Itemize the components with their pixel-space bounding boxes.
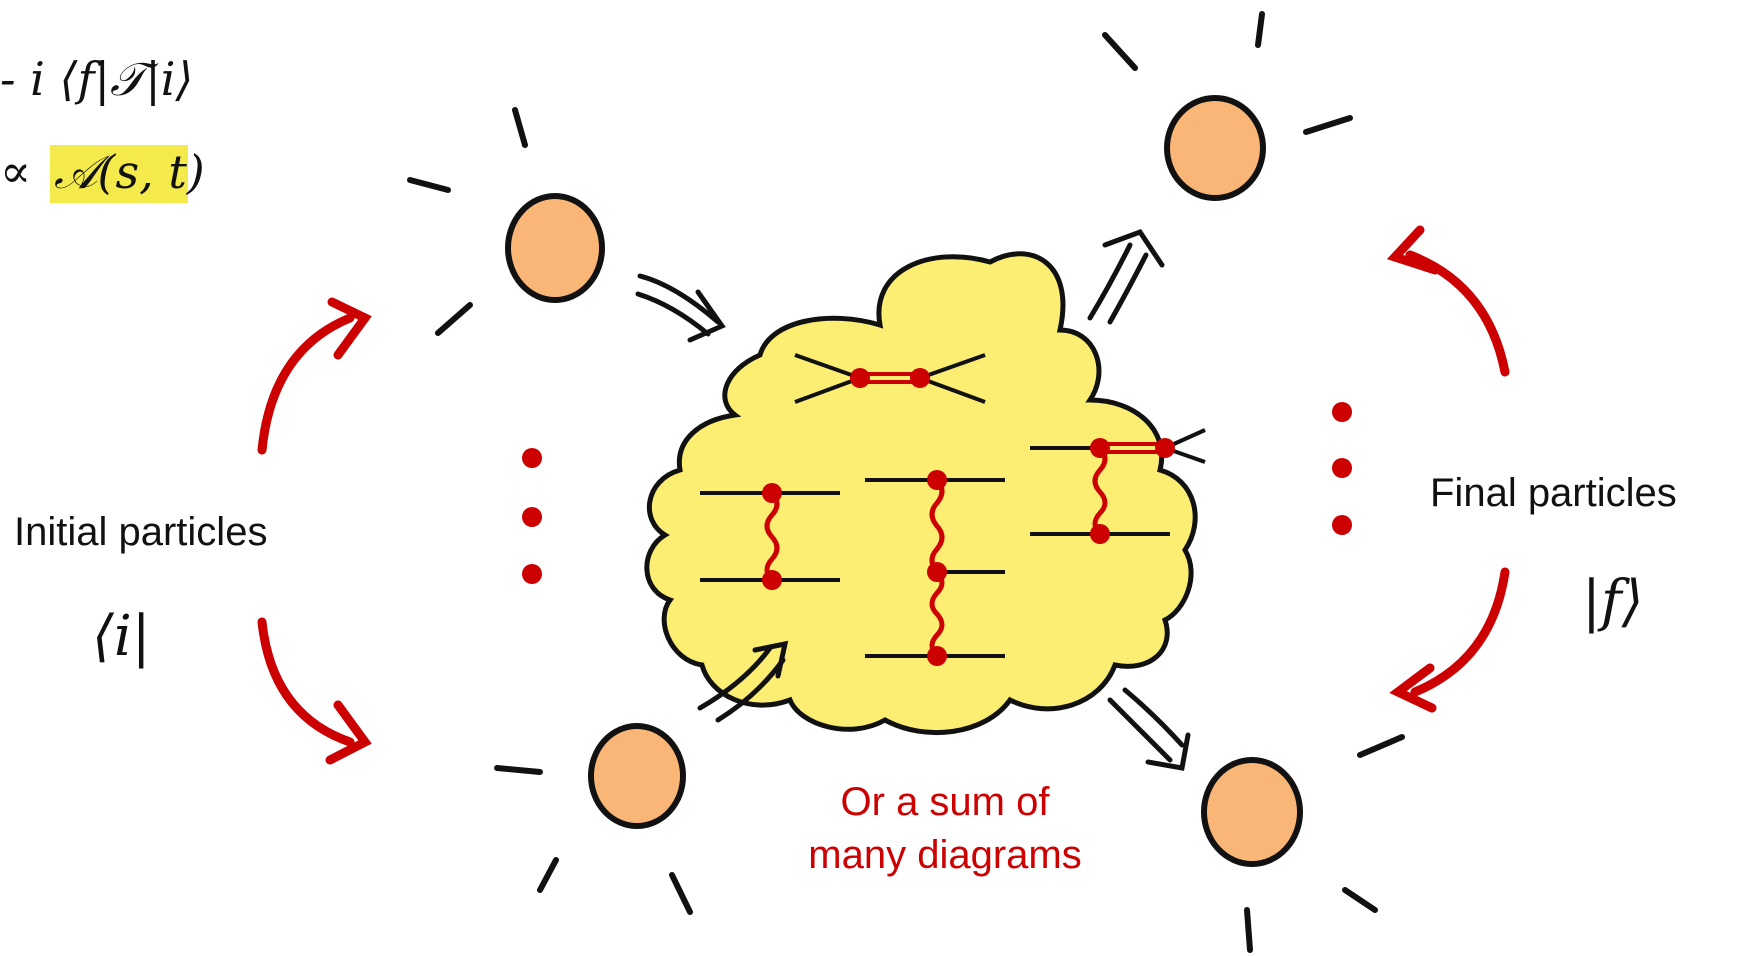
initial-particles-label: Initial particles: [14, 510, 267, 554]
final-particle-top: [1102, 11, 1353, 201]
initial-particle-top: [407, 107, 605, 336]
transition-matrix-element: - i ⟨f|𝒯|i⟩: [0, 52, 193, 106]
s-channel-diagram: [794, 353, 986, 404]
caption-line-2: many diagrams: [808, 833, 1081, 877]
ellipsis-right: [1332, 402, 1352, 535]
interaction-cloud: [644, 251, 1198, 736]
ladder-diagram: [865, 470, 1005, 666]
amplitude-symbol: 𝒜(s, t): [54, 145, 205, 199]
final-particles-label: Final particles: [1430, 471, 1677, 515]
final-particle-bottom: [1201, 734, 1405, 953]
red-curved-arrows: [257, 225, 1510, 765]
incoming-double-arrows: [635, 273, 789, 723]
arrow-final-up: [1405, 250, 1510, 377]
proportional-symbol: ∝: [0, 144, 31, 198]
arrow-final-down-head: [1389, 663, 1437, 713]
amplitude-highlight: [50, 145, 188, 203]
arrow-initial-up: [257, 313, 355, 455]
initial-state-bra: ⟨i|: [92, 604, 151, 669]
arrow-initial-down-head: [325, 700, 372, 765]
t-channel-diagram: [700, 483, 840, 590]
arrow-final-down: [1410, 567, 1510, 697]
amplitude-formula: - i ⟨f|𝒯|i⟩ ∝ 𝒜(s, t): [0, 52, 205, 203]
ellipsis-left: [522, 448, 542, 584]
initial-particle-bottom: [494, 723, 693, 915]
mixed-diagram: [1030, 428, 1206, 544]
caption-line-1: Or a sum of: [841, 780, 1051, 824]
outgoing-double-arrows: [1087, 228, 1191, 771]
final-state-ket: |f⟩: [1582, 569, 1643, 634]
arrow-final-up-head: [1386, 225, 1440, 275]
arrow-initial-up-head: [327, 297, 372, 360]
arrow-initial-down: [257, 617, 355, 747]
